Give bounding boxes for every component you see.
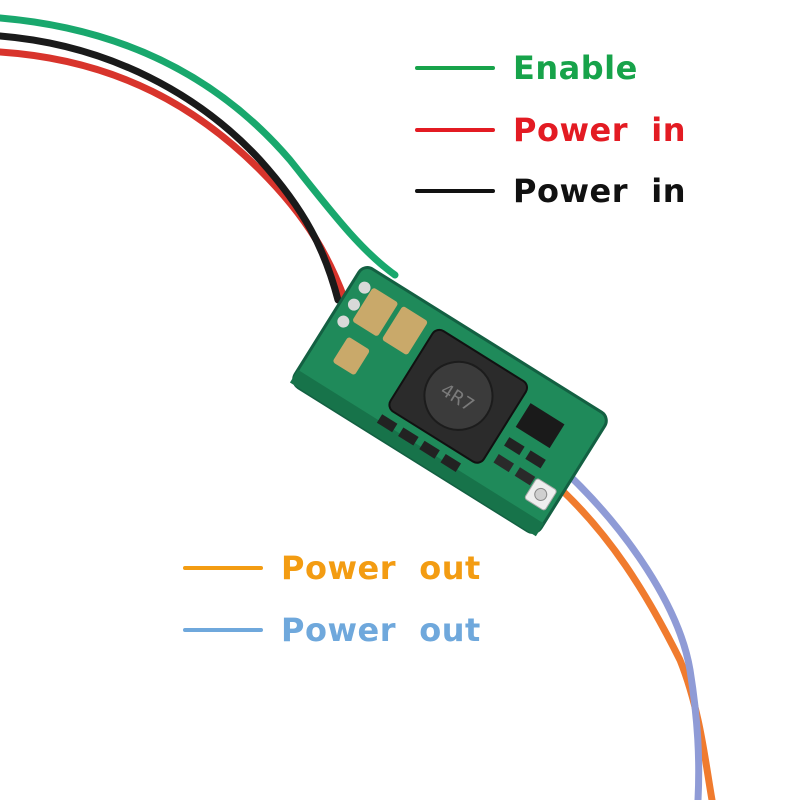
green-wire xyxy=(0,14,399,279)
legend-line xyxy=(415,128,495,132)
legend-line xyxy=(183,628,263,632)
capacitor xyxy=(353,288,398,336)
smd-component xyxy=(376,414,398,433)
legend-label: Power in xyxy=(513,172,687,210)
smd-component xyxy=(504,437,525,456)
smd-component xyxy=(419,440,440,459)
legend-label: Power out xyxy=(281,611,481,649)
solder-pad xyxy=(358,281,371,294)
blue-wire xyxy=(551,458,703,800)
legend-label: Power in xyxy=(513,111,687,149)
pcb-module: 4R7 xyxy=(289,266,608,537)
output-wires xyxy=(541,458,716,800)
legend-power-out-orange: Power out xyxy=(183,543,481,593)
solder-pad xyxy=(347,298,360,311)
legend-label: Power out xyxy=(281,549,481,587)
smd-component xyxy=(525,450,546,469)
black-wire xyxy=(0,32,342,304)
smd-component xyxy=(514,467,536,486)
solder-pad xyxy=(337,315,350,328)
inductor-core xyxy=(423,360,494,431)
legend-label: Enable xyxy=(513,49,638,87)
orange-wire xyxy=(541,471,716,800)
legend-power-in-black: Power in xyxy=(415,166,686,216)
capacitor xyxy=(382,306,428,355)
capacitor xyxy=(333,337,370,375)
smd-component xyxy=(398,427,419,446)
legend-line xyxy=(415,189,495,193)
legend-enable: Enable xyxy=(415,43,638,93)
legend-power-in-red: Power in xyxy=(415,105,686,155)
ic-chip xyxy=(515,403,565,449)
smd-component xyxy=(440,453,462,472)
potentiometer-knob xyxy=(534,487,548,501)
legend-power-out-blue: Power out xyxy=(183,605,481,655)
legend-line xyxy=(183,566,263,570)
legend-line xyxy=(415,66,495,70)
input-wires xyxy=(0,14,399,304)
smd-component xyxy=(493,454,515,473)
pcb-edge xyxy=(289,369,544,537)
